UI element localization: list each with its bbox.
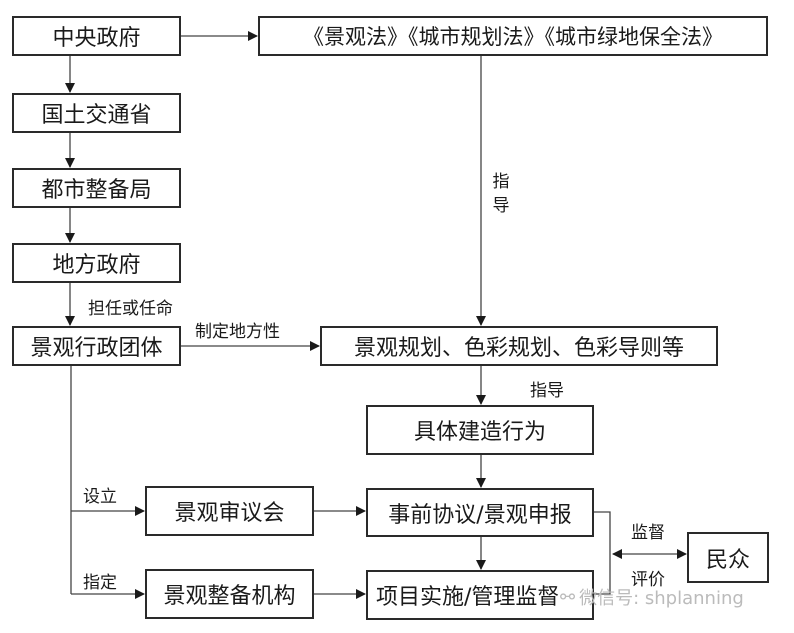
node-local-government: 地方政府 — [12, 243, 181, 283]
label-supervise: 监督 — [631, 523, 665, 543]
node-pre-consultation: 事前协议/景观申报 — [366, 488, 594, 537]
label-guide: 指导 — [530, 381, 564, 401]
label-establish: 设立 — [83, 487, 117, 507]
label-evaluate: 评价 — [631, 570, 665, 590]
node-central-government: 中央政府 — [12, 16, 181, 56]
node-public: 民众 — [687, 532, 769, 583]
bracket-line — [593, 511, 611, 595]
node-laws: 《景观法》《城市规划法》《城市绿地保全法》 — [258, 16, 768, 56]
node-landscape-admin: 景观行政团体 — [12, 326, 181, 366]
label-formulate-local: 制定地方性 — [195, 322, 280, 342]
watermark-text: 微信号: shplanning — [579, 588, 744, 609]
label-guide-vertical: 指导 — [492, 172, 510, 216]
node-mlit: 国土交通省 — [12, 93, 181, 133]
node-maintenance-org: 景观整备机构 — [145, 569, 314, 619]
node-review-council: 景观审议会 — [145, 486, 314, 536]
node-implementation: 项目实施/管理监督 — [366, 570, 594, 620]
node-landscape-plan: 景观规划、色彩规划、色彩导则等 — [320, 326, 718, 366]
label-appoint: 担任或任命 — [88, 299, 173, 319]
wechat-icon: ⚯ — [560, 586, 576, 608]
watermark: ⚯ 微信号: shplanning — [560, 584, 744, 610]
label-designate: 指定 — [83, 573, 117, 593]
node-construction: 具体建造行为 — [366, 405, 594, 455]
node-urban-bureau: 都市整备局 — [12, 168, 181, 208]
